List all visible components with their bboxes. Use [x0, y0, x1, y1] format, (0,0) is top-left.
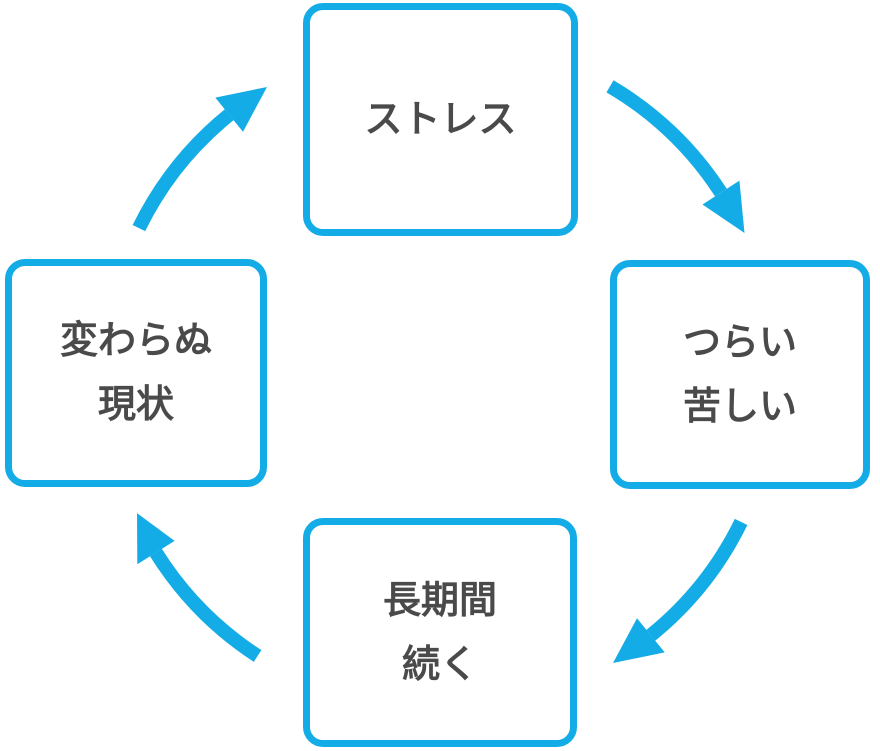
node-label-line: つらい [682, 321, 797, 364]
node-label-line: 続く [401, 643, 478, 686]
arrow-head [137, 513, 175, 565]
node-label-line: 苦しい [682, 385, 797, 428]
arrow-bottom-left-icon [137, 513, 262, 662]
arrow-head [702, 180, 745, 233]
arrow-tail [646, 518, 748, 641]
arrow-head [215, 87, 267, 132]
node-unchanging-status: 変わらぬ 現状 [5, 259, 267, 487]
arrow-head [613, 618, 665, 663]
arrow-top-left-icon [132, 87, 267, 232]
node-stress: ストレス [303, 3, 578, 236]
node-long-lasting: 長期間 続く [303, 518, 577, 747]
arrow-tail [606, 80, 727, 197]
node-label-line: ストレス [364, 98, 517, 141]
node-label-line: 現状 [97, 384, 174, 426]
node-painful: つらい 苦しい [610, 260, 870, 489]
node-label-line: 変わらぬ [59, 320, 212, 362]
arrow-bottom-right-icon [613, 518, 748, 663]
arrow-tail [132, 109, 234, 232]
arrow-top-right-icon [606, 80, 745, 233]
arrow-tail [149, 548, 262, 662]
node-label-line: 長期間 [382, 579, 497, 622]
